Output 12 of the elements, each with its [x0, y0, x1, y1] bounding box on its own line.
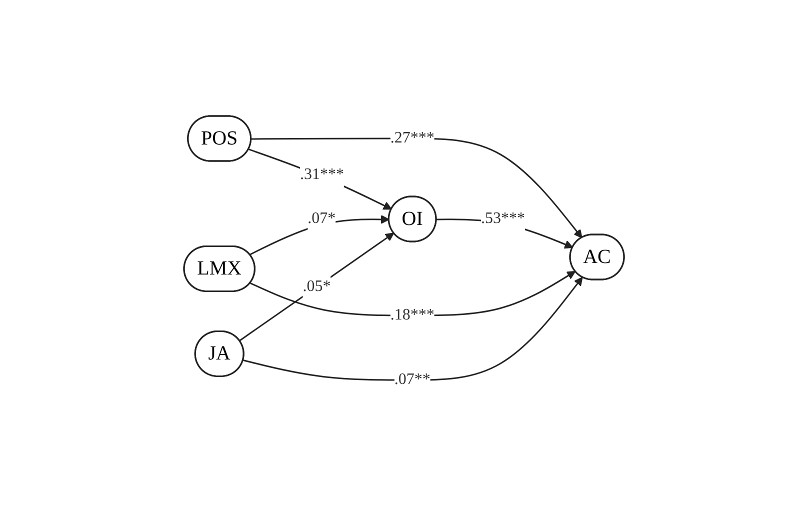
edge-label: .05* — [303, 277, 332, 294]
edge-label: .53*** — [481, 209, 526, 226]
edge-label: .31*** — [300, 166, 344, 183]
edge-label: .07** — [394, 370, 431, 388]
arrow — [252, 137, 583, 238]
arrow — [240, 232, 395, 341]
arrow — [244, 276, 584, 380]
edge-label: .18*** — [390, 306, 435, 323]
edge-label: .27*** — [390, 129, 435, 146]
arrow — [250, 270, 576, 316]
arrow — [249, 148, 393, 210]
edge-label: .07* — [308, 209, 336, 226]
